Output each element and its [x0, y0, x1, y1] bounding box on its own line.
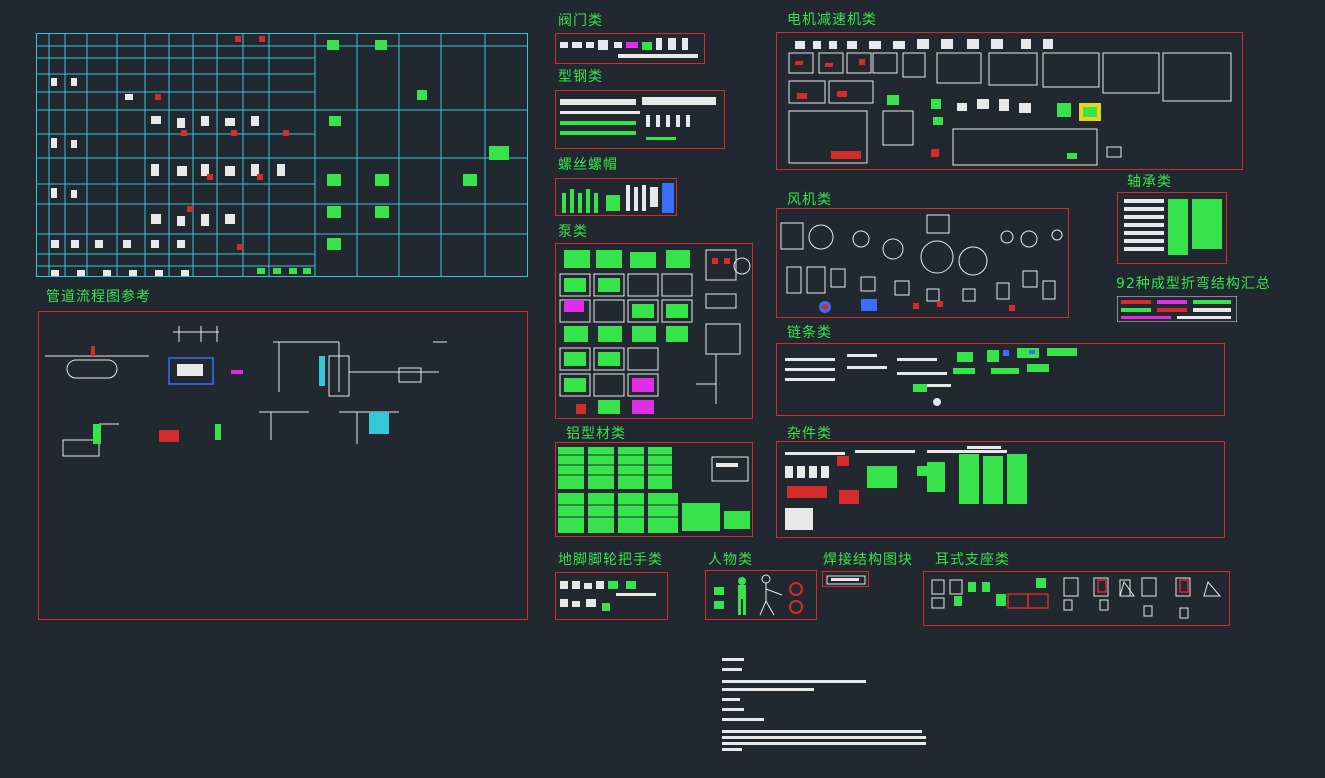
frame-misc[interactable] — [776, 441, 1225, 538]
label-pump: 泵类 — [558, 224, 588, 240]
bearing-drawing — [1124, 199, 1222, 255]
symbol-grid-drawing — [37, 34, 527, 276]
section-steel-drawing — [560, 97, 716, 140]
frame-chain[interactable] — [776, 343, 1225, 416]
label-bearing: 轴承类 — [1127, 174, 1172, 190]
notes-bars-drawing — [722, 658, 926, 751]
label-piping: 管道流程图参考 — [46, 289, 151, 305]
motor-drawing — [788, 39, 1232, 166]
notes-text-block — [722, 656, 932, 756]
piping-drawing — [45, 326, 447, 457]
feet-drawing — [560, 581, 656, 611]
frame-piping[interactable] — [38, 311, 528, 620]
frame-screws[interactable] — [555, 178, 677, 216]
symbol-grid-table[interactable] — [36, 33, 528, 277]
welding-drawing — [826, 575, 866, 585]
label-section-steel: 型钢类 — [558, 69, 603, 85]
frame-welding[interactable] — [822, 571, 869, 587]
valve-drawing — [560, 38, 698, 58]
frame-fan[interactable] — [776, 208, 1069, 318]
frame-valve[interactable] — [555, 33, 705, 64]
fan-drawing — [780, 214, 1063, 313]
label-valve: 阀门类 — [558, 13, 603, 29]
person-drawing — [714, 574, 803, 616]
frame-bearing[interactable] — [1117, 192, 1227, 264]
chain-drawing — [785, 348, 1077, 406]
frame-pump[interactable] — [555, 243, 753, 419]
frame-feet[interactable] — [555, 572, 668, 620]
frame-aluminum[interactable] — [555, 442, 753, 537]
label-aluminum: 铝型材类 — [566, 426, 626, 442]
misc-drawing — [785, 446, 1027, 530]
frame-motor[interactable] — [776, 32, 1243, 170]
label-motor: 电机减速机类 — [787, 12, 877, 28]
frame-section-steel[interactable] — [555, 90, 725, 149]
aluminum-drawing — [558, 447, 750, 533]
bending-drawing — [1117, 296, 1237, 322]
frame-ear-support[interactable] — [923, 571, 1230, 626]
label-welding: 焊接结构图块 — [823, 552, 913, 568]
label-bending: 92种成型折弯结构汇总 — [1116, 276, 1271, 292]
label-screws: 螺丝螺帽 — [558, 157, 618, 173]
label-ear-support: 耳式支座类 — [935, 552, 1010, 568]
screws-drawing — [562, 183, 674, 213]
label-feet: 地脚脚轮把手类 — [558, 552, 663, 568]
label-person: 人物类 — [708, 552, 753, 568]
frame-person[interactable] — [705, 570, 817, 620]
bending-table[interactable] — [1117, 296, 1237, 322]
label-misc: 杂件类 — [787, 426, 832, 442]
label-fan: 风机类 — [787, 192, 832, 208]
ear-support-drawing — [931, 577, 1222, 619]
pump-drawing — [559, 249, 751, 414]
label-chain: 链条类 — [787, 325, 832, 341]
